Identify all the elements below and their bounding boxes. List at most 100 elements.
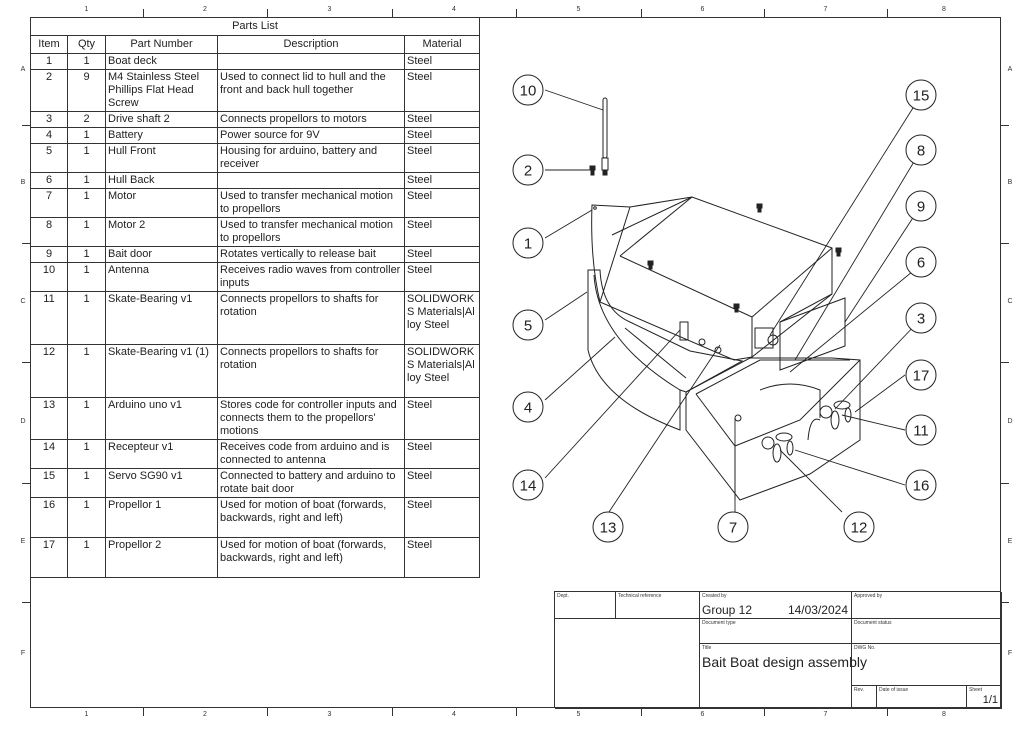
balloon: 14 [512,469,544,501]
created-by-label: Created by [702,593,727,599]
material: Steel [404,246,480,263]
part-number: Propellor 2 [105,537,218,578]
part-number: Battery [105,127,218,144]
balloon: 5 [512,309,544,341]
zone-tick [22,362,30,363]
created-by-value: Group 12 [702,603,753,617]
balloon-circle [512,309,544,341]
servo-part [754,327,779,349]
quantity: 1 [67,127,106,144]
part-number: Boat deck [105,53,218,70]
item-number: 2 [30,69,68,112]
title-label: Title [702,645,712,651]
material: SOLIDWORKS Materials|Alloy Steel [404,344,480,398]
zone-label: F [20,650,26,657]
zone-tick [143,708,144,716]
balloon: 3 [905,302,937,334]
material: SOLIDWORKS Materials|Alloy Steel [404,291,480,345]
description: Connects propellors to shafts for rotati… [217,291,405,345]
zone-tick [1001,243,1009,244]
zone-label: 2 [203,711,207,718]
balloon-number: 16 [913,478,930,495]
material: Steel [404,188,480,218]
balloon: 12 [843,511,875,543]
boat-deck-part [591,196,833,361]
part-number: Recepteur v1 [105,439,218,469]
material: Steel [404,127,480,144]
item-number: 1 [30,53,68,70]
document-type-cell: Document type [700,619,852,644]
item-number: 6 [30,172,68,189]
quantity: 1 [67,246,106,263]
item-number: 16 [30,497,68,538]
zone-label: 4 [452,711,456,718]
parts-list-table: Parts List Item Qty Part Number Descript… [30,17,480,578]
balloon: 13 [592,511,624,543]
zone-label: 3 [327,711,332,718]
balloon: 1 [512,227,544,259]
quantity: 1 [67,497,106,538]
zone-tick [392,9,393,17]
balloon-number: 14 [520,478,537,495]
balloon: 11 [905,414,937,446]
zone-tick [764,9,765,17]
zone-label: 7 [823,711,828,718]
zone-tick [143,9,144,17]
item-number: 8 [30,217,68,247]
description: Used for motion of boat (forwards, backw… [217,497,405,538]
description: Used to connect lid to hull and the fron… [217,69,405,112]
zone-label: C [1007,297,1013,305]
balloon-circle [905,359,937,391]
balloon-circle [905,134,937,166]
document-status-label: Document status [854,620,892,626]
zone-label: D [20,417,26,425]
title-cell: Title Bait Boat design assembly [700,644,867,709]
balloon-circle [905,246,937,278]
propellor-1-part [819,400,852,430]
dwg-no-label: DWG No. [854,645,876,651]
header-material: Material [404,35,480,54]
quantity: 1 [67,439,106,469]
part-number: Propellor 1 [105,497,218,538]
bait-door-part [779,248,846,371]
balloon: 17 [905,359,937,391]
material: Steel [404,172,480,189]
description: Housing for arduino, battery and receive… [217,143,405,173]
part-number: Skate-Bearing v1 [105,291,218,345]
zone-tick [22,243,30,244]
material: Steel [404,53,480,70]
document-type-label: Document type [702,620,736,626]
description: Stores code for controller inputs and co… [217,397,405,440]
part-number: Drive shaft 2 [105,111,218,128]
balloon-circle [905,469,937,501]
item-number: 11 [30,291,68,345]
part-number: Hull Back [105,172,218,189]
balloon-number: 2 [524,163,532,180]
part-number: Servo SG90 v1 [105,468,218,498]
description [217,172,405,189]
description: Connected to battery and arduino to rota… [217,468,405,498]
zone-tick [641,9,642,17]
quantity: 1 [67,188,106,218]
balloon-number: 12 [851,520,868,537]
material: Steel [404,262,480,292]
item-number: 3 [30,111,68,128]
rev-cell: Rev. [852,686,877,709]
zone-tick [22,125,30,126]
quantity: 1 [67,291,106,345]
technical-reference-cell: Technical reference [616,592,700,619]
hull-front-part [587,269,744,431]
zone-label: E [1007,537,1013,545]
balloon-number: 17 [913,368,930,385]
zone-tick [887,708,888,716]
